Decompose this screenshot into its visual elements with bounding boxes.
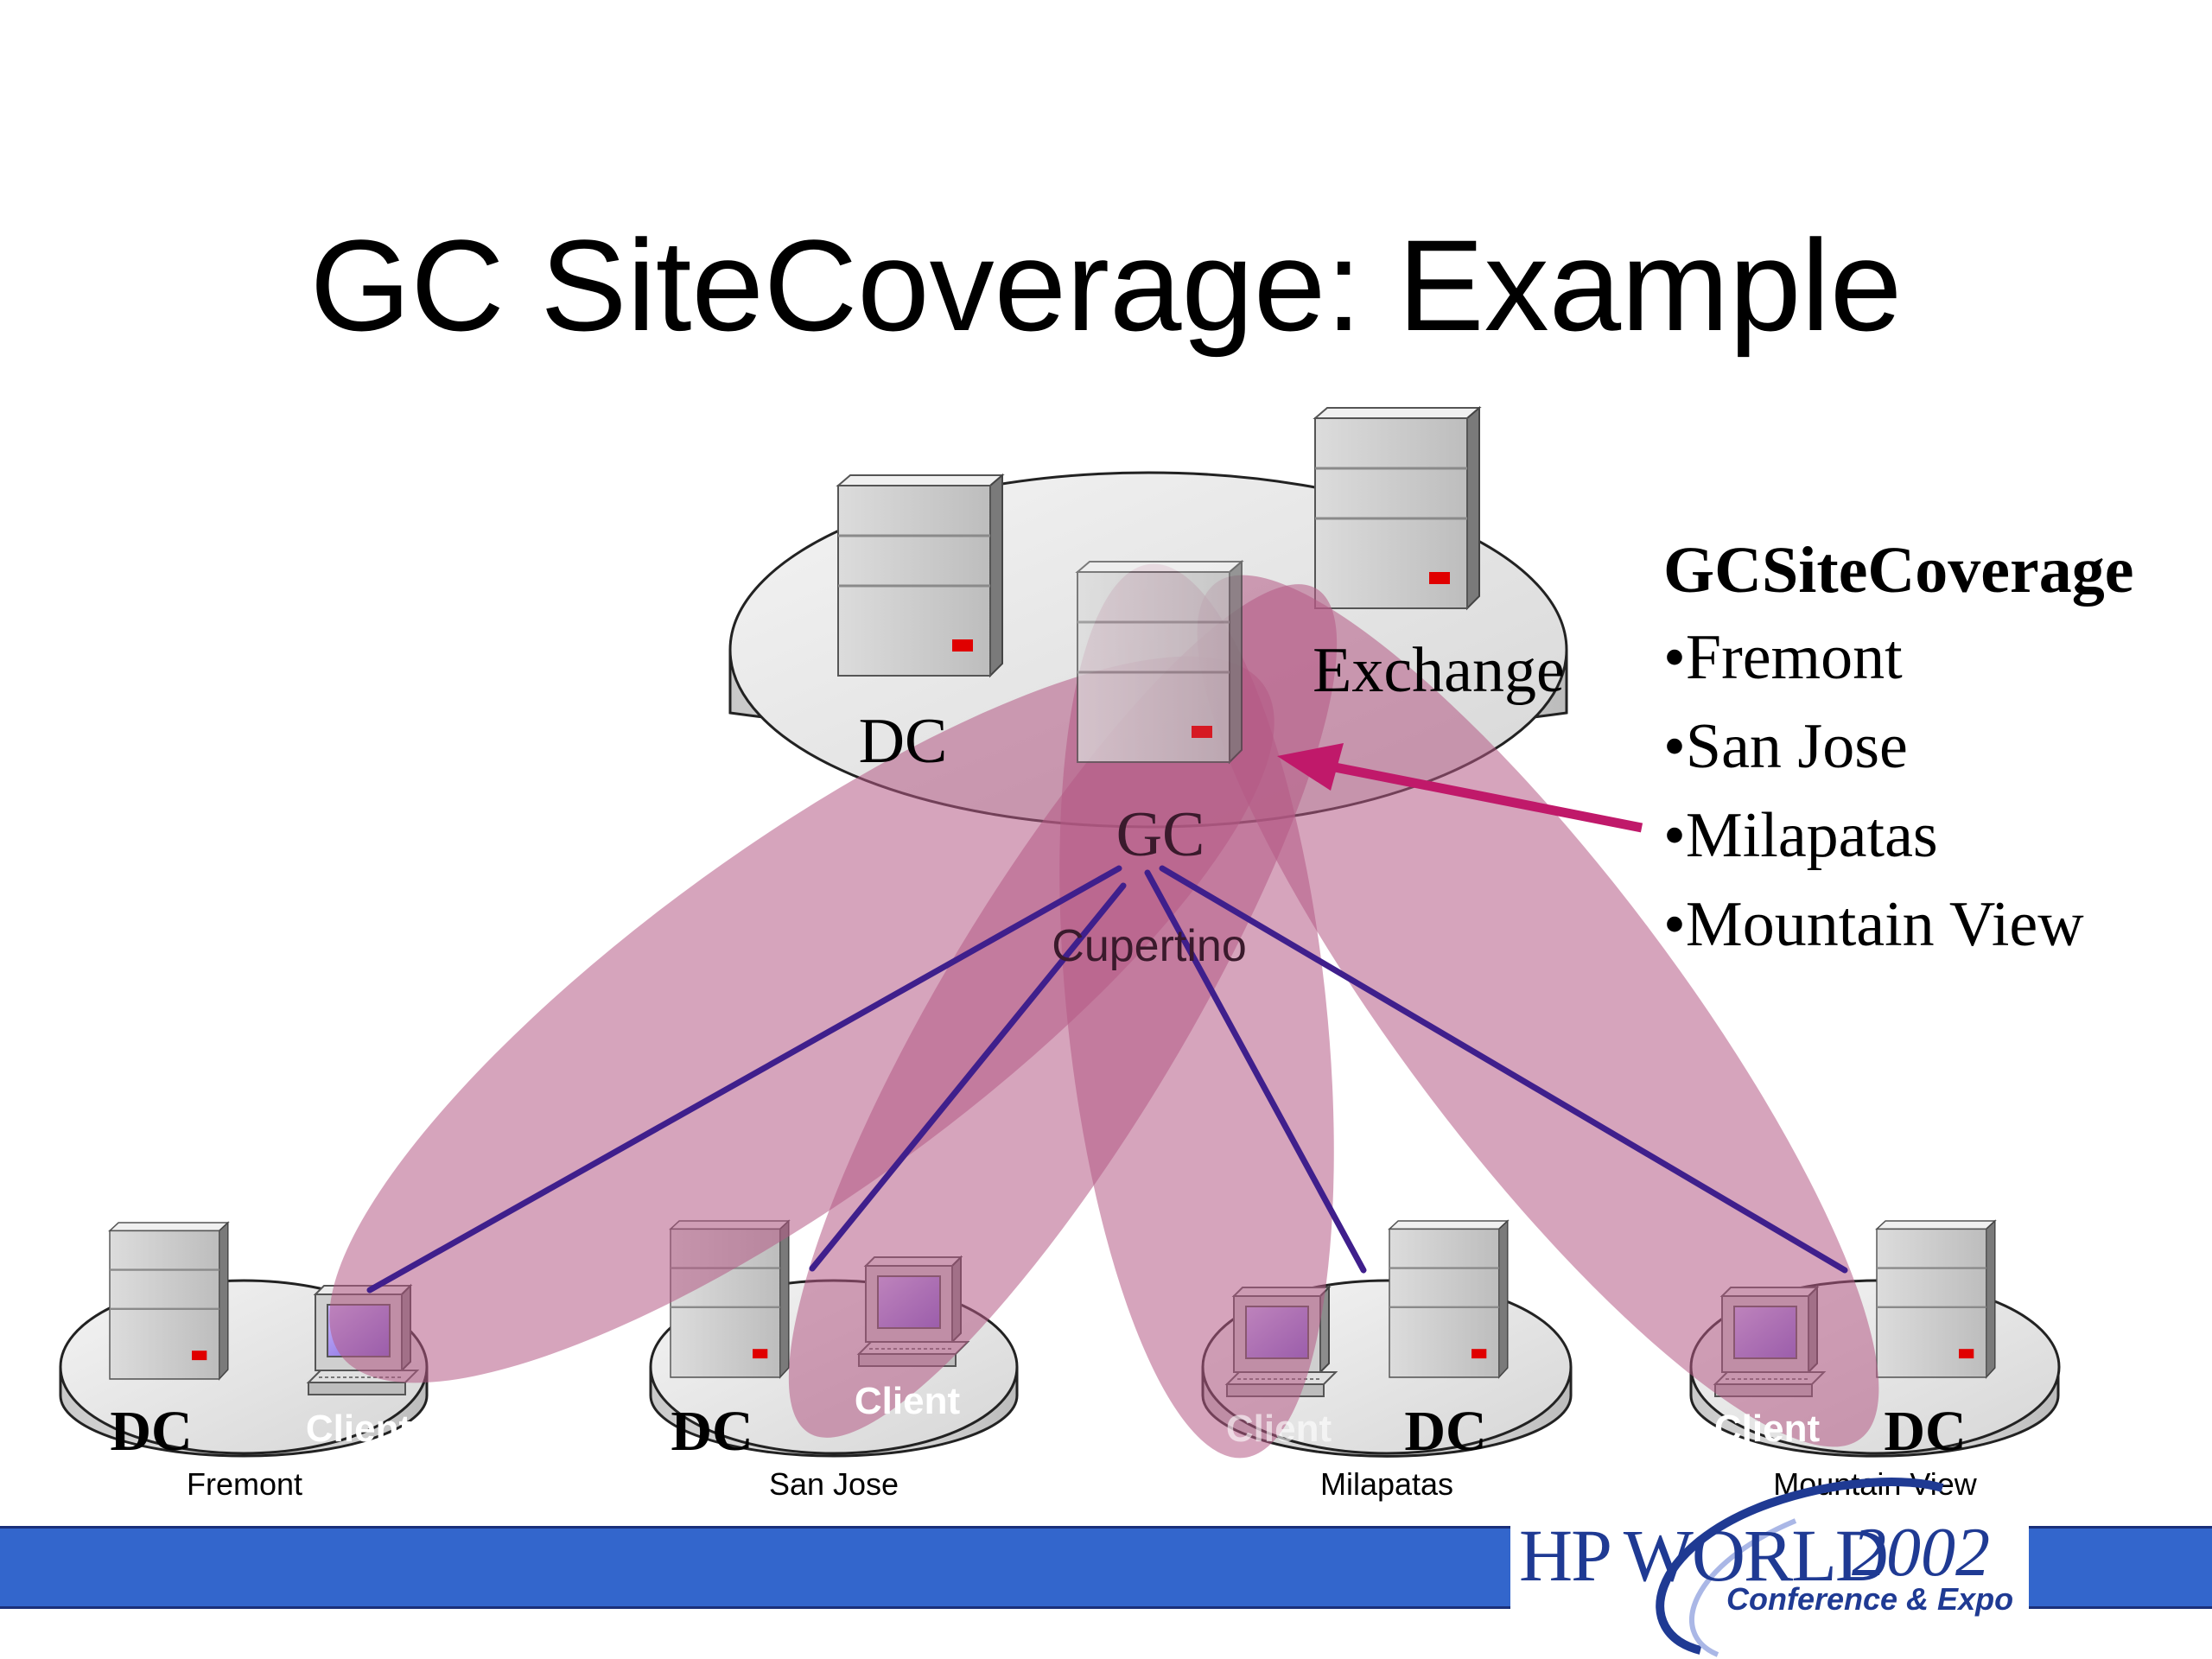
client-label-milapatas: Client [1226,1408,1332,1450]
dc-label-fremont: DC [110,1400,192,1463]
site-link-san-jose [809,882,1127,1272]
site-name-milapatas: Milapatas [1320,1466,1453,1502]
gc-site-coverage-legend: GCSiteCoverage •Fremont •San Jose •Milap… [1663,527,2134,969]
site-name-san-jose: San Jose [769,1466,899,1502]
exchange-label: Exchange [1313,635,1565,706]
dc-label-milapatas: DC [1404,1400,1486,1463]
hub-site-label: Cupertino [1052,921,1246,971]
dc-label-san-jose: DC [671,1400,753,1463]
client-label-fremont: Client [306,1408,412,1450]
site-link-mountain-view [1159,865,1848,1274]
legend-item-fremont: •Fremont [1663,622,1903,693]
dc-label-mountain-view: DC [1884,1400,1966,1463]
client-label-san-jose: Client [855,1380,961,1422]
legend-item-mountain-view: •Mountain View [1663,889,2084,960]
logo-swoosh-icon [1656,1478,1944,1657]
dc-server-fremont [108,1221,229,1381]
legend-heading: GCSiteCoverage [1663,534,2134,607]
footer-bar-right [2029,1526,2212,1609]
hp-world-logo: HP WORLD 2002 Conference & Expo [1510,1469,2029,1659]
legend-item-milapatas: •Milapatas [1663,800,1938,871]
dc-server-mountain-view [1875,1219,1996,1379]
site-link-fremont [366,865,1122,1294]
logo-year: 2002 [1852,1515,1990,1591]
gc-label: GC [1116,799,1205,870]
logo-brand: HP WORLD [1519,1514,1889,1597]
coverage-ellipse-mountain-view [1197,575,1879,1447]
legend-item-san-jose: •San Jose [1663,711,1908,782]
dc-server-hub [836,474,1004,677]
site-link-milapatas [1144,869,1367,1274]
logo-tagline: Conference & Expo [1726,1581,2014,1617]
slide-title: GC SiteCoverage: Example [309,213,1903,358]
legend-arrow [1277,743,1643,833]
client-label-mountain-view: Client [1714,1408,1821,1450]
footer-bar [0,1526,1510,1609]
dc-server-milapatas [1388,1219,1509,1379]
gc-server [1076,560,1243,764]
exchange-server [1313,406,1481,610]
hub-dc-label: DC [859,706,948,777]
site-name-fremont: Fremont [187,1466,302,1502]
